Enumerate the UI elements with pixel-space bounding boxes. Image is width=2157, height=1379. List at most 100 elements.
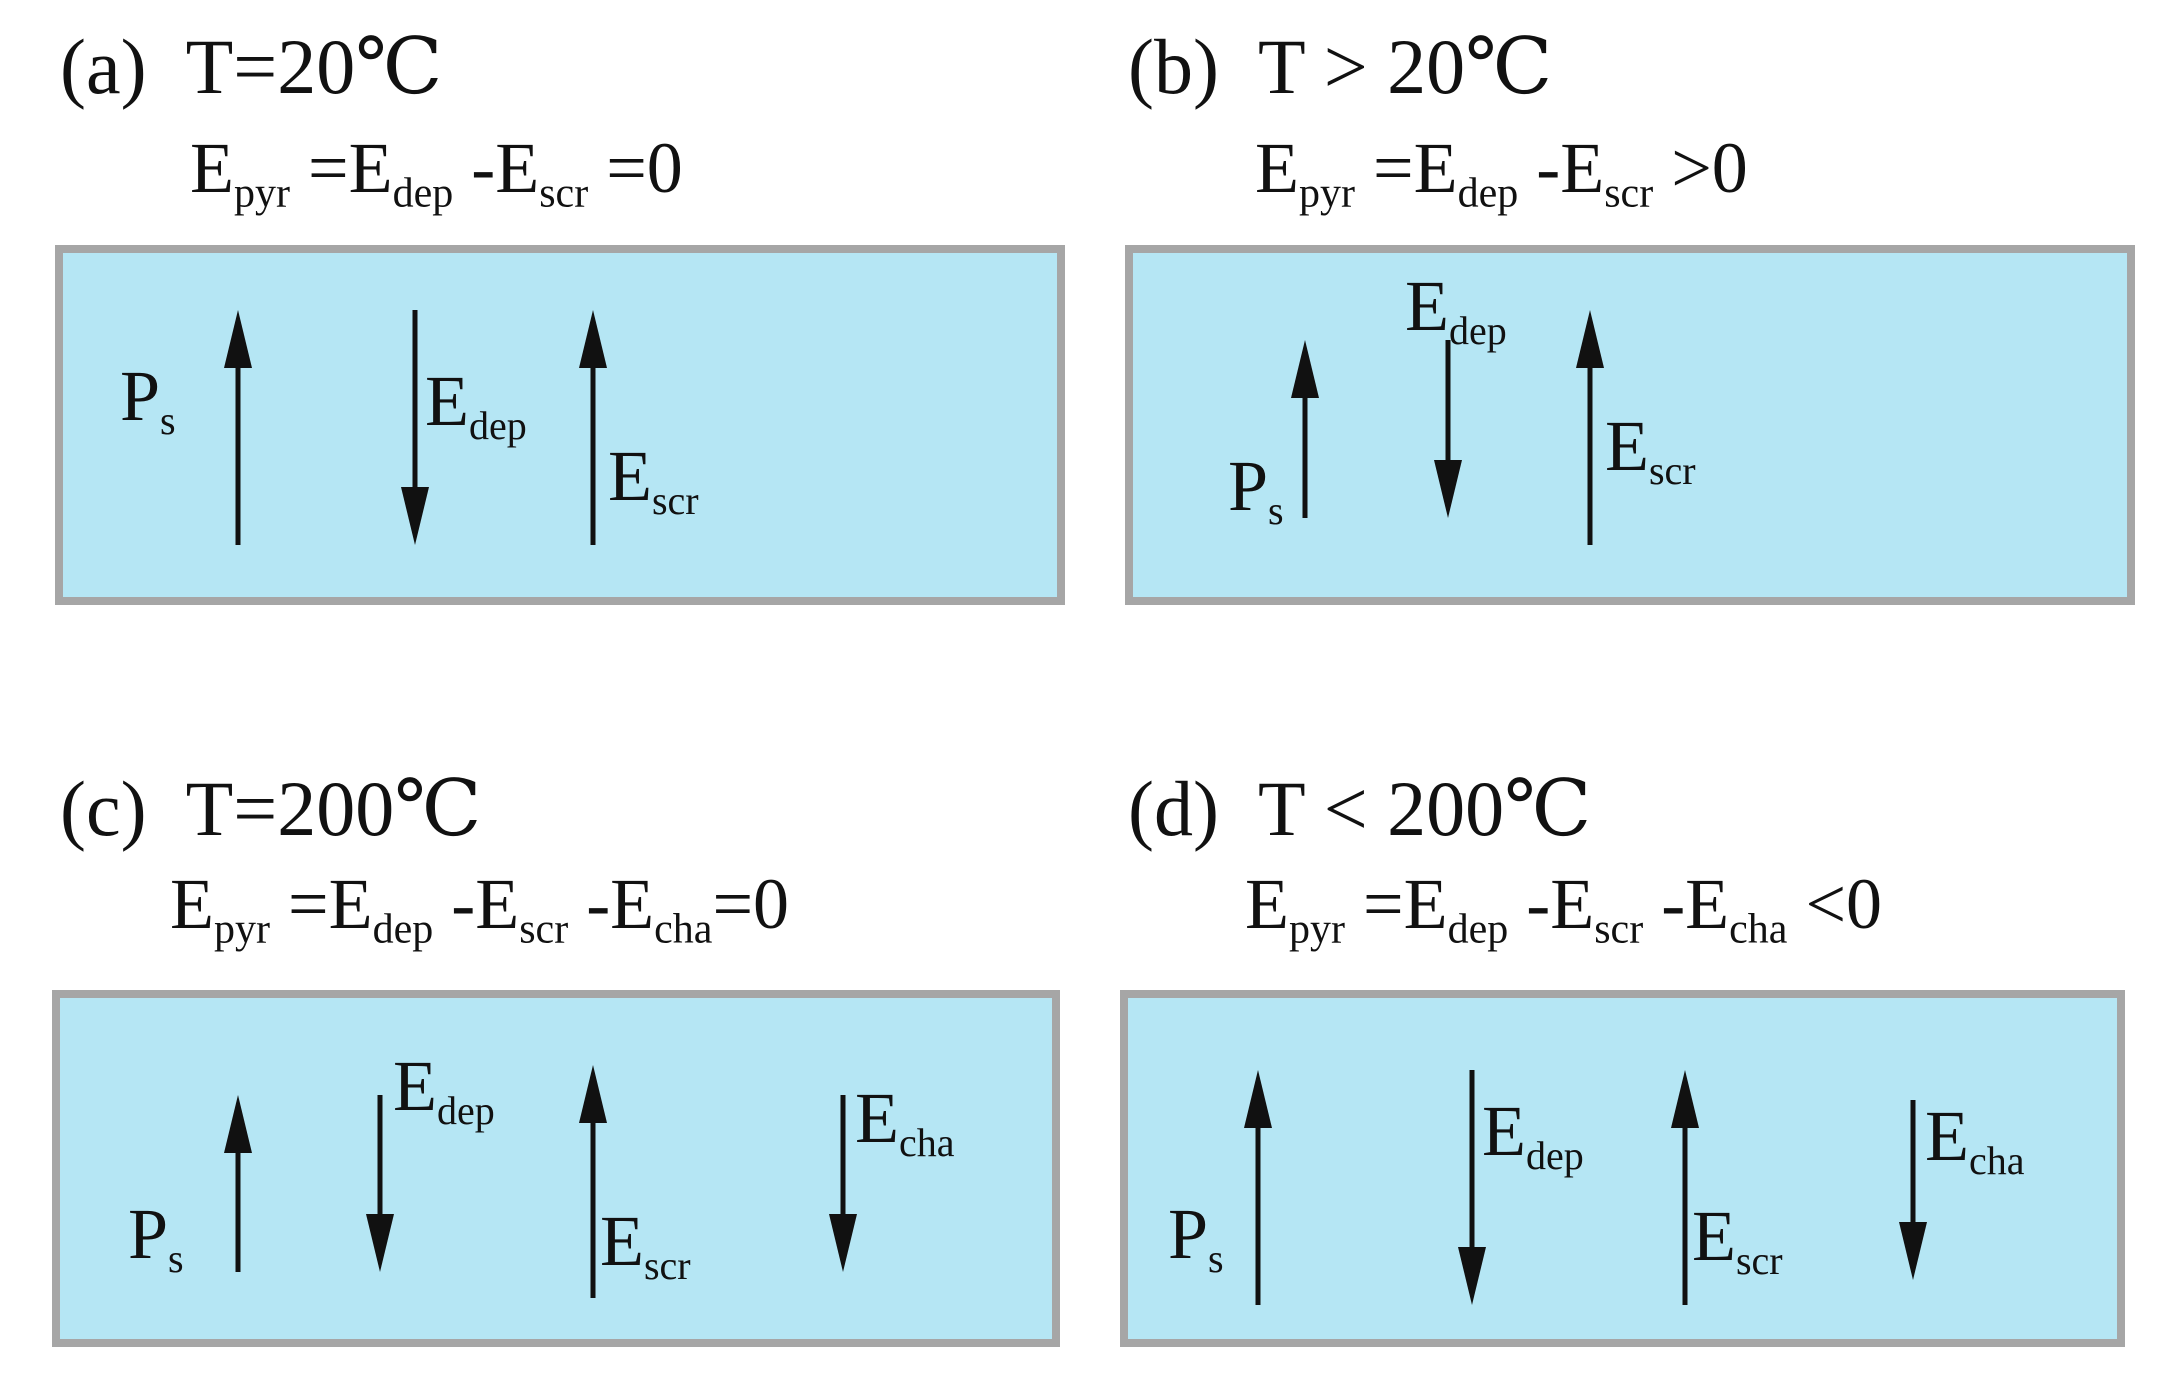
label-ps: Ps [120, 360, 176, 441]
arrow-head [1899, 1222, 1927, 1280]
equation-text: =E [269, 864, 373, 944]
crystal-box [52, 990, 1060, 1347]
arrow-head [366, 1214, 394, 1272]
field-equation: Epyr =Edep -Escr -Echa=0 [170, 868, 789, 951]
arrow-head [1576, 310, 1604, 368]
label-symbol: E [1605, 406, 1649, 486]
label-symbol: E [600, 1201, 644, 1281]
panel-label: (d) [1128, 765, 1219, 852]
panel-label: (a) [60, 23, 147, 110]
crystal-box [55, 245, 1065, 605]
equation-text: -E [568, 864, 655, 944]
label-symbol: E [425, 361, 469, 441]
arrow-head [579, 1065, 607, 1123]
arrow-edep-down [1434, 340, 1462, 518]
equation-subscript: dep [392, 170, 454, 217]
label-symbol: E [608, 436, 652, 516]
label-subscript: s [1208, 1236, 1224, 1281]
label-subscript: dep [468, 403, 527, 448]
arrow-ps-up [224, 1095, 252, 1272]
panel-label: (b) [1128, 23, 1219, 110]
label-subscript: dep [1525, 1133, 1584, 1178]
equation-text: -E [1643, 864, 1730, 944]
field-equation: Epyr =Edep -Escr >0 [1255, 132, 1748, 215]
equation-subscript: pyr [233, 170, 290, 217]
temperature-condition: T=200℃ [185, 765, 482, 852]
panel-heading: (d) T < 200℃ [1128, 770, 1591, 848]
label-escr: Escr [1692, 1200, 1783, 1281]
label-ps: Ps [1228, 450, 1284, 531]
arrow-head [224, 1095, 252, 1153]
equation-text: -E [1508, 864, 1595, 944]
equation-text: E [1245, 864, 1289, 944]
equation-text: <0 [1787, 864, 1883, 944]
label-subscript: scr [643, 1243, 691, 1288]
label-edep: Edep [1482, 1095, 1584, 1176]
label-symbol: P [1228, 446, 1269, 526]
equation-subscript: scr [519, 906, 569, 953]
label-escr: Escr [1605, 410, 1696, 491]
label-echa: Echa [855, 1082, 955, 1163]
arrow-head [829, 1214, 857, 1272]
label-symbol: P [120, 356, 161, 436]
arrow-head [1671, 1070, 1699, 1128]
arrow-escr-up [1576, 310, 1604, 545]
arrow-head [579, 310, 607, 368]
arrow-echa-down [829, 1095, 857, 1272]
label-symbol: E [1692, 1196, 1736, 1276]
arrow-head [1458, 1247, 1486, 1305]
equation-text: -E [433, 864, 520, 944]
label-subscript: cha [898, 1120, 955, 1165]
label-symbol: E [1405, 266, 1449, 346]
label-echa: Echa [1925, 1100, 2025, 1181]
panel-heading: (a) T=20℃ [60, 28, 442, 106]
temperature-condition: T > 20℃ [1257, 23, 1553, 110]
equation-subscript: cha [654, 906, 713, 953]
label-symbol: P [1168, 1194, 1209, 1274]
field-equation: Epyr =Edep -Escr -Echa <0 [1245, 868, 1882, 951]
equation-subscript: pyr [1288, 906, 1345, 953]
equation-text: =E [1354, 128, 1458, 208]
label-edep: Edep [393, 1050, 495, 1131]
equation-subscript: scr [1604, 170, 1654, 217]
label-symbol: E [393, 1046, 437, 1126]
panel-heading: (c) T=200℃ [60, 770, 481, 848]
equation-text: -E [453, 128, 540, 208]
label-subscript: s [160, 398, 176, 443]
equation-text: =E [1344, 864, 1448, 944]
arrow-echa-down [1899, 1100, 1927, 1280]
equation-text: =0 [712, 864, 790, 944]
equation-text: E [190, 128, 234, 208]
field-equation: Epyr =Edep -Escr =0 [190, 132, 683, 215]
panel-label: (c) [60, 765, 147, 852]
equation-subscript: scr [1594, 906, 1644, 953]
label-symbol: E [855, 1078, 899, 1158]
arrow-edep-down [1458, 1070, 1486, 1305]
equation-text: >0 [1653, 128, 1748, 208]
label-escr: Escr [608, 440, 699, 521]
crystal-box [1125, 245, 2135, 605]
equation-subscript: dep [372, 906, 434, 953]
label-edep: Edep [425, 365, 527, 446]
equation-subscript: scr [539, 170, 589, 217]
equation-text: -E [1518, 128, 1605, 208]
label-subscript: s [1268, 488, 1284, 533]
label-subscript: scr [1648, 448, 1696, 493]
label-symbol: E [1925, 1096, 1969, 1176]
temperature-condition: T < 200℃ [1257, 765, 1592, 852]
label-edep: Edep [1405, 270, 1507, 351]
label-subscript: scr [651, 478, 699, 523]
label-subscript: dep [436, 1088, 495, 1133]
arrow-head [224, 310, 252, 368]
temperature-condition: T=20℃ [185, 23, 443, 110]
label-ps: Ps [1168, 1198, 1224, 1279]
label-subscript: scr [1735, 1238, 1783, 1283]
equation-text: =0 [588, 128, 683, 208]
equation-subscript: pyr [213, 906, 270, 953]
arrow-escr-up [579, 310, 607, 545]
label-subscript: cha [1968, 1138, 2025, 1183]
arrow-ps-up [1244, 1070, 1272, 1305]
arrow-edep-down [401, 310, 429, 545]
arrow-edep-down [366, 1095, 394, 1272]
arrow-head [1291, 340, 1319, 398]
